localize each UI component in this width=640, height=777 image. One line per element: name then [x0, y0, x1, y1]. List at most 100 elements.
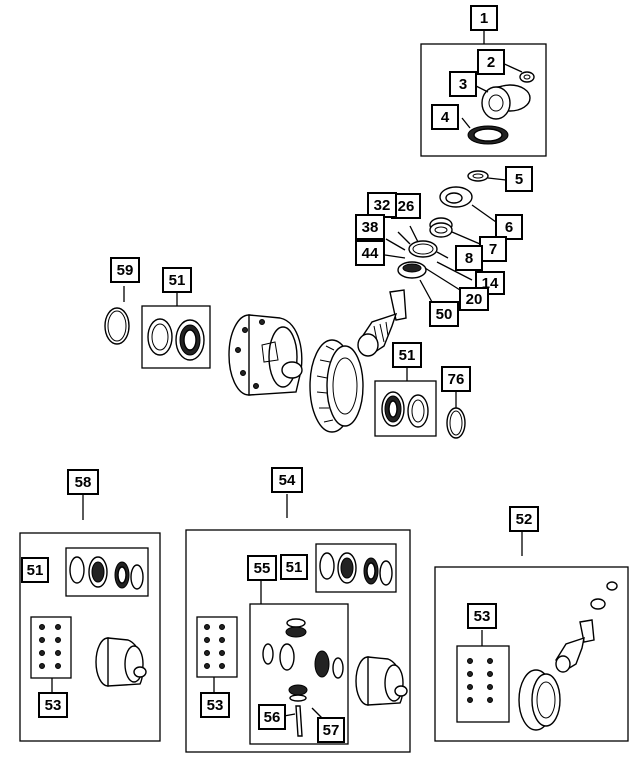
- callout-number: 3: [459, 76, 467, 93]
- bearing-cone-part: [381, 391, 405, 427]
- callout-c59: 59: [110, 257, 140, 283]
- callout-number: 44: [362, 245, 379, 262]
- callout-number: 55: [254, 560, 271, 577]
- callout-c8: 8: [455, 245, 483, 271]
- callout-c20: 20: [459, 287, 489, 311]
- callout-box: [200, 692, 230, 718]
- callout-box: [247, 555, 277, 581]
- callout-number: 50: [436, 306, 453, 323]
- callout-number: 57: [323, 722, 340, 739]
- differential-case-part: [95, 637, 147, 687]
- callout-c52: 52: [509, 506, 539, 532]
- bearing-6-part: [439, 186, 473, 208]
- callout-number: 58: [75, 474, 92, 491]
- callout-number: 51: [169, 272, 186, 289]
- shim-59-part: [104, 307, 130, 345]
- callout-box: [431, 104, 459, 130]
- nut-part: [590, 581, 618, 610]
- callout-box: [258, 704, 286, 730]
- callout-number: 53: [474, 608, 491, 625]
- ring-gear-part: [518, 669, 561, 731]
- callout-c4: 4: [431, 104, 459, 130]
- callout-number: 4: [441, 109, 450, 126]
- callout-box: [355, 240, 385, 266]
- callout-box: [509, 506, 539, 532]
- callout-c5: 5: [505, 166, 533, 192]
- callout-number: 53: [45, 697, 62, 714]
- callout-number: 54: [279, 472, 296, 489]
- differential-case-part: [355, 656, 408, 706]
- callout-number: 59: [117, 262, 134, 279]
- shim-76-part: [446, 407, 466, 439]
- callout-box: [477, 49, 505, 75]
- ring-gear-part: [309, 339, 364, 433]
- kit-54-frame: [185, 529, 411, 753]
- callout-box: [505, 166, 533, 192]
- callout-number: 26: [398, 198, 415, 215]
- pinion-nut-part: [519, 71, 535, 83]
- callout-c3: 3: [449, 71, 477, 97]
- callout-box: [495, 214, 523, 240]
- callout-box: [392, 342, 422, 368]
- callout-number: 38: [362, 219, 379, 236]
- callout-number: 51: [286, 559, 303, 576]
- callout-number: 32: [374, 197, 391, 214]
- callout-c53-k58: 53: [38, 692, 68, 718]
- callout-c54: 54: [271, 467, 303, 493]
- callout-number: 8: [465, 250, 473, 267]
- callout-c56: 56: [258, 704, 286, 730]
- callout-number: 76: [448, 371, 465, 388]
- callout-box: [280, 554, 308, 580]
- kit-58-bolts-frame: [30, 616, 72, 679]
- kit-58-frame: [19, 532, 161, 742]
- callout-box: [162, 267, 192, 293]
- bolt-set-part: [204, 624, 225, 669]
- callout-c57: 57: [317, 717, 345, 743]
- callout-number: 51: [399, 347, 416, 364]
- callout-c50: 50: [429, 301, 459, 327]
- bearing-cup-part: [147, 318, 173, 356]
- bearing-kit-51-mid-frame: [374, 380, 437, 437]
- kit-55-frame: [249, 603, 349, 745]
- callout-c7: 7: [479, 236, 507, 262]
- bolt-set-part: [467, 658, 493, 703]
- callout-number: 52: [516, 511, 533, 528]
- kit-52-frame: [434, 566, 629, 742]
- callout-box: [317, 717, 345, 743]
- callout-c32: 32: [367, 192, 397, 218]
- bolt-set-part: [39, 624, 61, 669]
- callout-number: 2: [487, 54, 495, 71]
- callout-c53-k54: 53: [200, 692, 230, 718]
- callout-box: [38, 692, 68, 718]
- callout-c2: 2: [477, 49, 505, 75]
- callout-box: [467, 603, 497, 629]
- washer-5-part: [467, 170, 489, 182]
- callout-number: 20: [466, 291, 483, 308]
- callout-c53-k52: 53: [467, 603, 497, 629]
- yoke-flange-part: [481, 84, 531, 120]
- spacer-part: [408, 240, 438, 258]
- kit-54-bearing-frame: [315, 543, 397, 593]
- callout-box: [455, 245, 483, 271]
- cross-shaft-part: [295, 705, 303, 737]
- bearing-cup-part: [407, 394, 429, 428]
- callout-c6: 6: [495, 214, 523, 240]
- callout-box: [470, 5, 498, 31]
- callout-box: [459, 287, 489, 311]
- pinion-gear-part: [555, 619, 595, 673]
- callout-labels: 1234567814202632384450515159765851535451…: [21, 5, 539, 743]
- callout-box: [21, 557, 49, 583]
- bearing-set-part: [319, 552, 393, 586]
- callout-number: 53: [207, 697, 224, 714]
- callout-number: 7: [489, 241, 497, 258]
- callout-c51-mid: 51: [392, 342, 422, 368]
- bearing-set-part: [69, 556, 144, 590]
- callout-number: 6: [505, 219, 513, 236]
- pinion-seal-part: [467, 125, 509, 145]
- callout-c55: 55: [247, 555, 277, 581]
- callout-c58: 58: [67, 469, 99, 495]
- kit-54-bolts-frame: [196, 616, 238, 678]
- callout-c38: 38: [355, 214, 385, 240]
- gear-set-part: [262, 618, 344, 702]
